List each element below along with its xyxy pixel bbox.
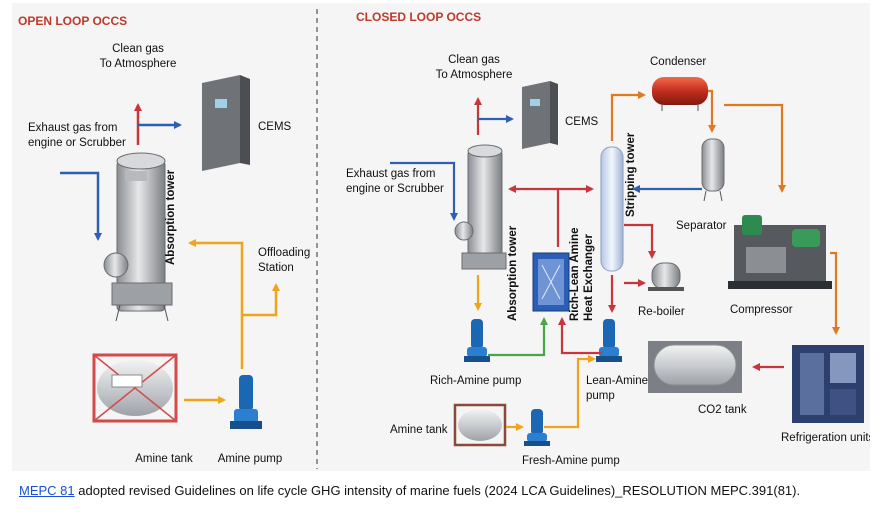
- open-cems-cabinet: [202, 75, 250, 171]
- lean-pump-to-hx-arrow: [558, 317, 602, 355]
- separator-label: Separator: [676, 220, 727, 232]
- condenser-unit: [652, 77, 708, 111]
- lean-amine-pump: [596, 319, 622, 362]
- open-absorption-tower: [103, 152, 173, 322]
- closed-exhaust-line2: engine or Scrubber: [346, 183, 444, 195]
- open-offloading-line2: Station: [258, 262, 294, 274]
- fresh-amine-pump: [524, 409, 550, 446]
- compressor-to-refrigeration-arrow: [830, 251, 840, 335]
- separator-vessel: [701, 138, 725, 202]
- caption: MEPC 81 adopted revised Guidelines on li…: [19, 483, 874, 498]
- refrigeration-units: [792, 345, 864, 423]
- open-station-arrow: [242, 283, 280, 317]
- open-clean-gas-line1: Clean gas: [112, 43, 164, 55]
- occs-svg: OPEN LOOP OCCS Clean gas To Atmosphere C…: [18, 9, 875, 469]
- heat-exchanger: [532, 252, 570, 312]
- rich-amine-pump-label: Rich-Amine pump: [430, 375, 521, 387]
- caption-link[interactable]: MEPC 81: [19, 483, 75, 498]
- separator-to-compressor-arrow: [724, 103, 786, 193]
- open-exhaust-line1: Exhaust gas from: [28, 122, 117, 134]
- closed-amine-tank: [453, 403, 507, 447]
- rich-pump-to-hx-arrow: [488, 317, 548, 357]
- stripping-tower-label: Stripping tower: [625, 132, 637, 217]
- caption-text: adopted revised Guidelines on life cycle…: [74, 483, 801, 498]
- open-amine-pump: [230, 375, 262, 429]
- closed-amine-tank-label: Amine tank: [390, 424, 448, 436]
- closed-absorption-tower-label: Absorption tower: [507, 225, 519, 321]
- open-clean-gas-line2: To Atmosphere: [100, 58, 177, 70]
- closed-clean-gas-line1: Clean gas: [448, 54, 500, 66]
- open-amine-tank-label: Amine tank: [135, 453, 193, 465]
- reboiler-unit: [648, 262, 684, 291]
- closed-clean-gas-line2: To Atmosphere: [436, 69, 513, 81]
- compressor-unit: [728, 215, 832, 289]
- strip-to-condenser-arrow: [610, 91, 646, 141]
- co2-tank: [648, 341, 742, 393]
- open-cems-label: CEMS: [258, 121, 292, 133]
- co2-tank-label: CO2 tank: [698, 404, 747, 416]
- open-absorption-tower-label: Absorption tower: [165, 169, 177, 265]
- reboiler-label: Re-boiler: [638, 306, 685, 318]
- closed-exhaust-line1: Exhaust gas from: [346, 168, 435, 180]
- open-exhaust-line2: engine or Scrubber: [28, 137, 126, 149]
- fresh-pump-to-lean-pump-arrow: [544, 355, 596, 429]
- closed-exhaust-arrow: [390, 161, 458, 221]
- closed-cems-label: CEMS: [565, 116, 599, 128]
- condenser-to-separator-arrow: [708, 89, 716, 133]
- lean-amine-pump-line1: Lean-Amine: [586, 375, 648, 387]
- closed-cems-cabinet: [522, 81, 558, 149]
- stripping-tower: [600, 146, 624, 272]
- open-offloading-line1: Offloading: [258, 247, 310, 259]
- compressor-label: Compressor: [730, 304, 793, 316]
- open-loop-heading: OPEN LOOP OCCS: [18, 14, 127, 28]
- refrigeration-label: Refrigeration units: [781, 432, 870, 444]
- open-amine-pump-label: Amine pump: [218, 453, 283, 465]
- heat-exchanger-line1: Rich-Lean Amine: [569, 227, 581, 321]
- fresh-amine-pump-label: Fresh-Amine pump: [522, 455, 620, 467]
- occs-diagram: OPEN LOOP OCCS Clean gas To Atmosphere C…: [12, 3, 875, 471]
- closed-absorption-tower: [454, 144, 507, 270]
- heat-exchanger-line2: Heat Exchanger: [583, 234, 595, 321]
- open-exhaust-arrow: [60, 171, 102, 241]
- rich-amine-pump: [464, 319, 490, 362]
- closed-condenser-label: Condenser: [650, 56, 706, 68]
- open-offload-arrow: [188, 239, 244, 369]
- closed-loop-heading: CLOSED LOOP OCCS: [356, 10, 481, 24]
- reboiler-loop-arrow: [624, 223, 656, 259]
- lean-amine-pump-line2: pump: [586, 390, 615, 402]
- open-amine-tank: [92, 353, 178, 423]
